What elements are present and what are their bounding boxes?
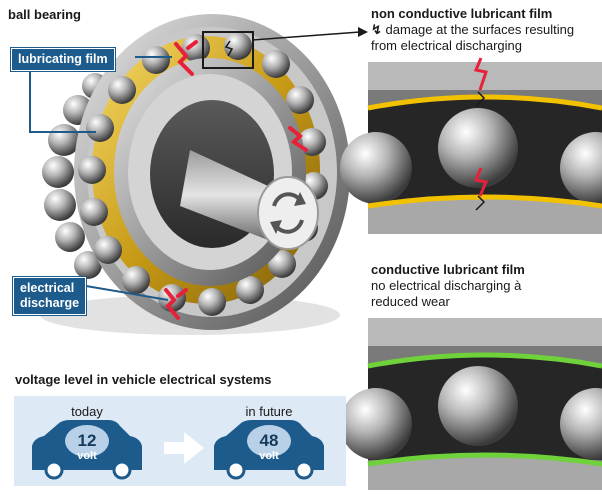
voltage-title: voltage level in vehicle electrical syst… [15,372,272,387]
shaft-body [180,150,268,240]
conductive-desc-line2: reduced wear [371,294,450,309]
non-conductive-desc-line1: damage at the surfaces resulting [385,22,575,37]
conductive-desc-line1: no electrical discharging à [371,278,522,293]
non-conductive-title: non conductive lubricant film [371,6,553,21]
today-label: today [71,404,103,419]
non-conductive-desc-line2: from electrical discharging [371,38,523,53]
rotation-icon [272,192,304,234]
conductive-desc: no electrical discharging à reduced wear [371,278,599,310]
future-voltage-unit: volt [259,450,279,462]
zoom-box [202,31,254,69]
mini-spark-icon [224,40,234,57]
ball-bearing-title: ball bearing [8,7,81,22]
zoom-arrow-line [252,31,361,41]
shaft-end [257,176,319,250]
detail-conductive [340,318,602,490]
non-conductive-desc: ↯ damage at the surfaces resulting from … [371,22,599,54]
lubricating-film-label: lubricating film [11,48,115,71]
car-today-icon [32,420,142,480]
rotation-arrowhead-bottom [270,220,282,234]
electrical-discharge-line2: discharge [20,296,80,310]
electrical-discharge-leader [85,285,169,301]
arrow-right-icon [164,432,204,464]
rotation-arrowhead-top [294,192,306,206]
electrical-discharge-label: electrical discharge [13,277,87,315]
future-voltage-value: 48 [259,431,279,450]
conductive-title: conductive lubricant film [371,262,525,277]
zoom-arrowhead [358,27,368,37]
future-label: in future [245,404,293,419]
lightning-icon: ↯ [371,22,382,37]
car-future-icon [214,420,324,480]
electrical-discharge-line1: electrical [20,281,75,295]
spark-icon [164,40,308,320]
today-voltage-value: 12 [77,431,97,450]
today-voltage-unit: volt [77,450,97,462]
detail-non-conductive [340,57,602,234]
